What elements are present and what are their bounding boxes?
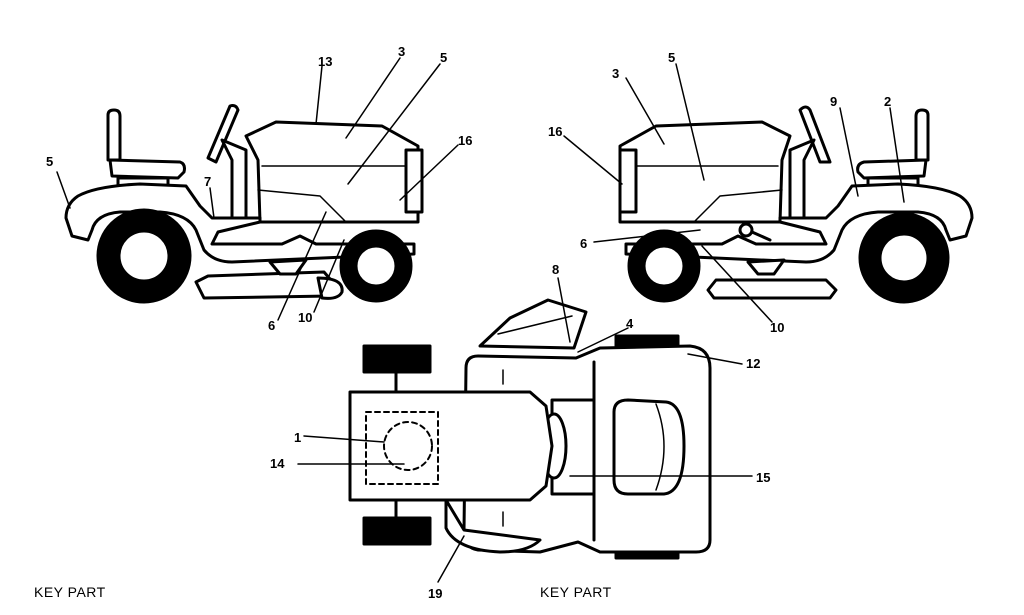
chute-fold: [497, 315, 573, 335]
seat-back: [914, 108, 930, 162]
grille: [404, 148, 424, 214]
steering-column: [788, 138, 816, 220]
callout-6: 6: [580, 236, 587, 251]
key-part-header-left: KEY PART: [34, 584, 106, 600]
tractor-right-side-view: [618, 105, 974, 304]
steering-wheel-top: [655, 403, 665, 491]
deck-link: [746, 258, 786, 276]
callout-12: 12: [746, 356, 760, 371]
grille: [618, 148, 638, 214]
rear-fender: [624, 182, 974, 264]
callout-3: 3: [398, 44, 405, 59]
callout-4: 4: [626, 316, 634, 331]
steering-wheel: [206, 104, 240, 164]
callout-7: 7: [204, 174, 211, 189]
fuel-cap: [383, 421, 433, 471]
hood-side-line: [257, 189, 347, 223]
side-chute: [444, 498, 542, 554]
callout-10: 10: [298, 310, 312, 325]
seat-cushion: [108, 158, 186, 180]
callout-1: 1: [294, 430, 301, 445]
hood: [618, 120, 792, 224]
callout-16: 16: [458, 133, 472, 148]
key-part-header-right: KEY PART: [540, 584, 612, 600]
mower-deck: [706, 278, 838, 300]
callout-13: 13: [318, 54, 332, 69]
callout-5: 5: [668, 50, 675, 65]
callout-5: 5: [46, 154, 53, 169]
steering-wheel: [798, 105, 832, 164]
callout-6: 6: [268, 318, 275, 333]
front-wheel-hub: [354, 244, 398, 288]
seat-back: [106, 108, 122, 162]
callout-5: 5: [440, 50, 447, 65]
mower-deck: [194, 270, 338, 300]
tractor-top-view: [348, 298, 712, 560]
rear-left-tire: [362, 344, 432, 374]
top-leader-lines: [297, 277, 753, 583]
front-wheel-hub: [642, 244, 686, 288]
callout-15: 15: [756, 470, 770, 485]
callout-14: 14: [270, 456, 285, 471]
lift-lever: [750, 230, 772, 242]
tractor-left-side-view: [64, 104, 424, 304]
right-leader-lines: [563, 63, 905, 323]
callout-10: 10: [770, 320, 784, 335]
seat-cushion: [856, 158, 928, 180]
callout-2: 2: [884, 94, 891, 109]
lift-lever-knob: [738, 222, 754, 238]
rear-body: [348, 390, 554, 502]
discharge-chute: [478, 298, 588, 350]
callout-16: 16: [548, 124, 562, 139]
rear-right-tire: [362, 516, 432, 546]
steering-column: [220, 138, 248, 220]
discharge-chute: [316, 276, 344, 300]
deck-link: [268, 258, 308, 276]
hood-side-line: [693, 189, 783, 223]
fuel-tank-area: [365, 411, 439, 485]
callout-8: 8: [552, 262, 559, 277]
rear-fender: [64, 182, 416, 264]
steering-column-top: [612, 398, 686, 496]
rear-wheel-hub: [878, 232, 930, 284]
front-left-tire: [614, 334, 680, 348]
callout-labels: 13 3 5 16 5 7 6 10 3 5 9 2 16 6 10 8 4 1…: [46, 44, 891, 601]
rear-wheel-hub: [117, 229, 171, 283]
callout-9: 9: [830, 94, 837, 109]
left-leader-lines: [56, 57, 459, 321]
callout-19: 19: [428, 586, 442, 601]
callout-3: 3: [612, 66, 619, 81]
